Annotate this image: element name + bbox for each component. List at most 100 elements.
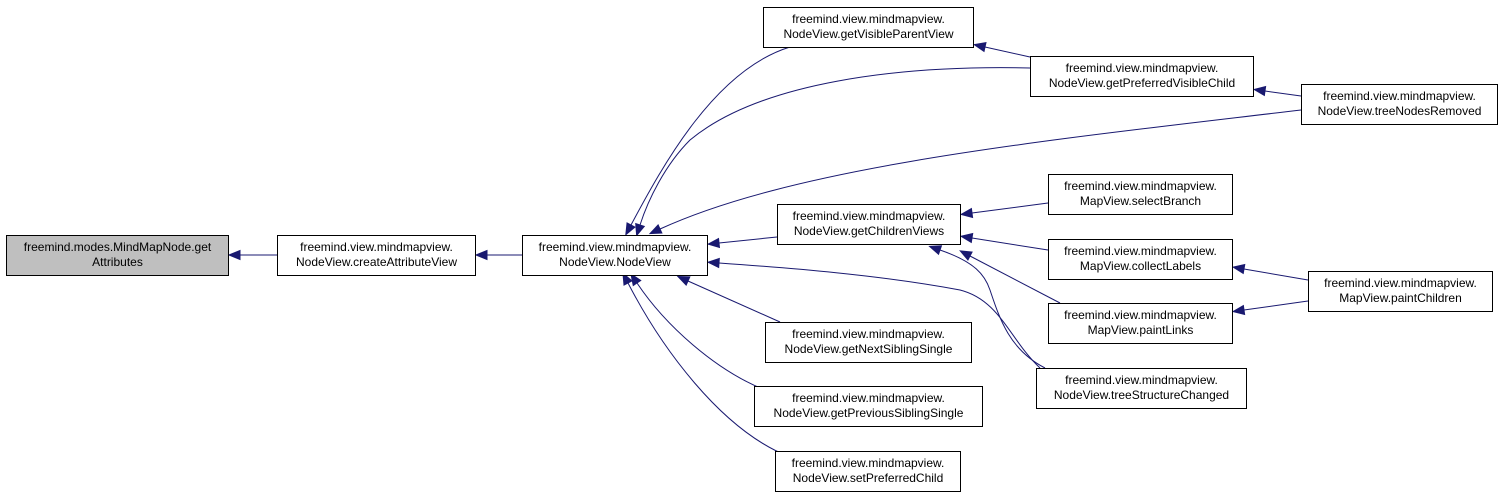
node-collectLabels[interactable]: freemind.view.mindmapview.MapView.collec… <box>1048 239 1233 280</box>
root-node-box[interactable] <box>6 235 229 276</box>
arrowhead-icon <box>676 275 691 286</box>
node-selectBranch[interactable]: freemind.view.mindmapview.MapView.select… <box>1048 174 1233 215</box>
node-label-line1: freemind.view.mindmapview. <box>792 391 945 405</box>
arrowhead-icon <box>706 237 721 249</box>
edge-treeStructureChanged-to-NodeViewCtor <box>706 257 1041 369</box>
node-label-line2: NodeView.getPreferredVisibleChild <box>1049 76 1235 90</box>
node-NodeViewCtor[interactable]: freemind.view.mindmapview.NodeView.NodeV… <box>522 235 708 276</box>
arrowhead-icon <box>706 257 720 269</box>
edge-getPreferredVisibleChild-to-getVisibleParentView <box>972 41 1031 58</box>
edge-getNextSiblingSingle-to-NodeViewCtor <box>676 275 781 323</box>
node-getChildrenViews[interactable]: freemind.view.mindmapview.NodeView.getCh… <box>777 204 961 245</box>
arrowhead-icon <box>959 207 974 219</box>
edge-line <box>971 237 1049 251</box>
node-label-line1: freemind.view.mindmapview. <box>1064 179 1217 193</box>
node-box[interactable] <box>1048 303 1233 344</box>
node-box[interactable] <box>1048 174 1233 215</box>
node-label-line2: NodeView.getPreviousSiblingSingle <box>774 406 964 420</box>
arrowhead-icon <box>959 232 974 244</box>
edge-getPreviousSiblingSingle-to-NodeViewCtor <box>630 272 766 391</box>
arrowhead-icon <box>1231 304 1246 316</box>
edge-line <box>718 236 778 244</box>
edge-line <box>939 249 1046 369</box>
edge-line <box>1243 300 1309 311</box>
node-label-line2: NodeView.treeNodesRemoved <box>1318 104 1482 118</box>
edge-getChildrenViews-to-NodeViewCtor <box>706 236 778 249</box>
node-box[interactable] <box>1030 56 1254 97</box>
edge-treeNodesRemoved-to-getPreferredVisibleChild <box>1252 85 1302 97</box>
node-getPreferredVisibleChild[interactable]: freemind.view.mindmapview.NodeView.getPr… <box>1030 56 1254 97</box>
edge-paintChildren-to-paintLinks <box>1231 300 1309 316</box>
node-box[interactable] <box>277 235 476 276</box>
node-box[interactable] <box>765 322 972 363</box>
node-box[interactable] <box>754 386 983 427</box>
edge-treeStructureChanged-to-getChildrenViews <box>928 245 1046 369</box>
node-getNextSiblingSingle[interactable]: freemind.view.mindmapview.NodeView.getNe… <box>765 322 972 363</box>
node-box[interactable] <box>1308 271 1493 312</box>
edge-line <box>630 46 791 226</box>
node-treeStructureChanged[interactable]: freemind.view.mindmapview.NodeView.treeS… <box>1036 368 1247 409</box>
node-paintLinks[interactable]: freemind.view.mindmapview.MapView.paintL… <box>1048 303 1233 344</box>
node-createAttributeView[interactable]: freemind.view.mindmapview.NodeView.creat… <box>277 235 476 276</box>
node-label-line1: freemind.view.mindmapview. <box>793 209 946 223</box>
edge-line <box>971 202 1049 214</box>
node-box[interactable] <box>763 7 974 48</box>
edge-line <box>1243 268 1309 281</box>
arrowhead-icon <box>635 222 646 237</box>
node-label-line2: MapView.selectBranch <box>1080 194 1201 208</box>
node-label-line2: NodeView.setPreferredChild <box>793 471 944 485</box>
node-label-line1: freemind.view.mindmapview. <box>792 456 945 470</box>
edge-NodeViewCtor-to-createAttributeView <box>474 249 522 261</box>
edge-getVisibleParentView-to-NodeViewCtor <box>625 46 791 236</box>
node-label-line1: freemind.view.mindmapview. <box>1066 61 1219 75</box>
node-box[interactable] <box>775 451 961 492</box>
edge-collectLabels-to-getChildrenViews <box>959 232 1049 251</box>
node-label-line1: freemind.view.mindmapview. <box>1324 276 1477 290</box>
edge-treeNodesRemoved-to-NodeViewCtor <box>648 109 1302 235</box>
arrowhead-icon <box>1252 85 1267 97</box>
arrowhead-icon <box>625 222 636 236</box>
arrowhead-icon <box>972 41 987 53</box>
node-label-line2: Attributes <box>92 255 143 269</box>
node-paintChildren[interactable]: freemind.view.mindmapview.MapView.paintC… <box>1308 271 1493 312</box>
edge-setPreferredChild-to-NodeViewCtor <box>622 272 791 458</box>
node-label-line1: freemind.view.mindmapview. <box>1065 373 1218 387</box>
node-box[interactable] <box>1048 239 1233 280</box>
node-label-line1: freemind.view.mindmapview. <box>792 327 945 341</box>
arrowhead-icon <box>630 272 642 287</box>
arrowhead-icon <box>1231 263 1246 275</box>
edge-line <box>1264 90 1302 97</box>
arrowhead-icon <box>928 245 943 256</box>
edge-line <box>718 262 1041 369</box>
edge-paintChildren-to-collectLabels <box>1231 263 1309 281</box>
edge-line <box>969 255 1061 304</box>
node-label-line1: freemind.view.mindmapview. <box>1064 244 1217 258</box>
arrowhead-icon <box>474 249 488 261</box>
edge-selectBranch-to-getChildrenViews <box>959 202 1049 219</box>
edge-createAttributeView-to-getAttributes <box>227 249 277 261</box>
arrowhead-icon <box>622 272 633 286</box>
node-setPreferredChild[interactable]: freemind.view.mindmapview.NodeView.setPr… <box>775 451 961 492</box>
edge-line <box>636 282 766 391</box>
node-treeNodesRemoved[interactable]: freemind.view.mindmapview.NodeView.treeN… <box>1301 84 1498 125</box>
node-label-line2: MapView.collectLabels <box>1080 259 1201 273</box>
node-label-line1: freemind.modes.MindMapNode.get <box>24 240 212 254</box>
edge-line <box>639 67 1031 226</box>
node-label-line1: freemind.view.mindmapview. <box>1323 89 1476 103</box>
node-label-line2: NodeView.getVisibleParentView <box>783 27 953 41</box>
node-box[interactable] <box>522 235 708 276</box>
node-label-line1: freemind.view.mindmapview. <box>539 240 692 254</box>
node-getVisibleParentView[interactable]: freemind.view.mindmapview.NodeView.getVi… <box>763 7 974 48</box>
edges-layer <box>227 41 1309 458</box>
edge-line <box>984 46 1031 58</box>
edge-paintLinks-to-getChildrenViews <box>959 250 1061 304</box>
arrowhead-icon <box>648 224 663 235</box>
edge-line <box>627 282 791 458</box>
node-box[interactable] <box>1036 368 1247 409</box>
node-getPreviousSiblingSingle[interactable]: freemind.view.mindmapview.NodeView.getPr… <box>754 386 983 427</box>
node-box[interactable] <box>777 204 961 245</box>
arrowhead-icon <box>959 250 973 261</box>
node-box[interactable] <box>1301 84 1498 125</box>
